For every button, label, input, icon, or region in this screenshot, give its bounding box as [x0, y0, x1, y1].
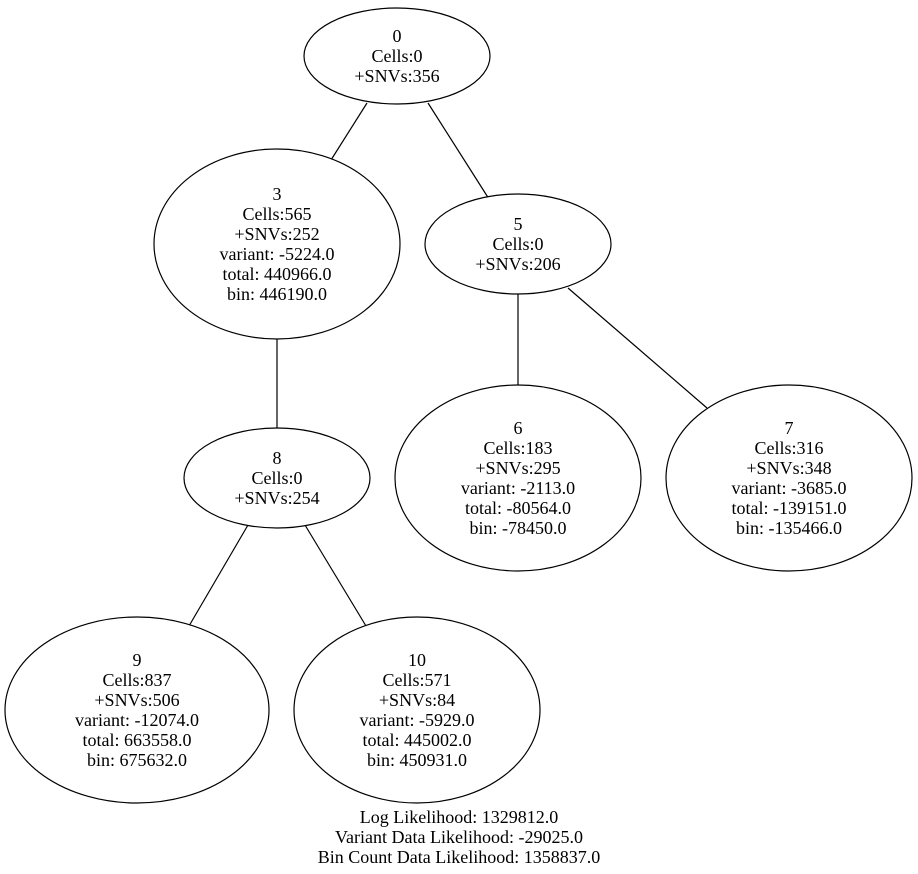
edge-0-to-3 — [330, 102, 368, 161]
nodes-layer: 0Cells:0+SNVs:3563Cells:565+SNVs:252vari… — [4, 7, 913, 804]
edge-8-to-9 — [188, 524, 249, 627]
likelihood-line: Log Likelihood: 1329812.0 — [360, 807, 558, 827]
node-stat-label: total: 663558.0 — [83, 730, 192, 750]
node-stat-label: +SNVs:254 — [234, 488, 319, 508]
node-id-label: 9 — [133, 650, 142, 670]
node-stat-label: Cells:0 — [251, 468, 302, 488]
node-stat-label: Cells:565 — [242, 204, 311, 224]
node-stat-label: Cells:183 — [483, 438, 552, 458]
likelihood-line: Variant Data Likelihood: -29025.0 — [335, 827, 583, 847]
node-stat-label: variant: -12074.0 — [75, 710, 199, 730]
node-id-label: 3 — [273, 184, 282, 204]
node-stat-label: bin: -135466.0 — [736, 518, 842, 538]
node-ellipse — [394, 384, 642, 572]
node-ellipse — [183, 427, 371, 529]
node-stat-label: Cells:0 — [371, 46, 422, 66]
node-id-label: 7 — [785, 418, 794, 438]
node-ellipse — [153, 148, 401, 340]
node-id-label: 10 — [408, 650, 426, 670]
likelihood-line: Bin Count Data Likelihood: 1358837.0 — [318, 847, 600, 867]
node-ellipse — [303, 7, 491, 105]
node-stat-label: Cells:316 — [754, 438, 823, 458]
node-stat-label: variant: -2113.0 — [461, 478, 575, 498]
node-ellipse — [424, 193, 612, 295]
node-stat-label: +SNVs:252 — [234, 224, 319, 244]
node-stat-label: Cells:0 — [492, 234, 543, 254]
node-stat-label: bin: 450931.0 — [367, 750, 467, 770]
node-stat-label: +SNVs:84 — [379, 690, 455, 710]
node-stat-label: bin: 446190.0 — [227, 284, 327, 304]
edge-8-to-10 — [304, 524, 367, 627]
node-stat-label: bin: -78450.0 — [470, 518, 567, 538]
node-id-label: 8 — [273, 448, 282, 468]
node-stat-label: total: 445002.0 — [363, 730, 472, 750]
node-stat-label: bin: 675632.0 — [87, 750, 187, 770]
node-stat-label: total: -80564.0 — [465, 498, 571, 518]
node-ellipse — [665, 384, 913, 572]
node-ellipse — [4, 616, 270, 804]
edge-5-to-7 — [567, 287, 708, 409]
node-stat-label: +SNVs:206 — [475, 254, 560, 274]
node-ellipse — [293, 616, 541, 804]
node-stat-label: variant: -3685.0 — [732, 478, 847, 498]
node-id-label: 6 — [514, 418, 523, 438]
node-stat-label: total: -139151.0 — [732, 498, 847, 518]
node-stat-label: +SNVs:356 — [354, 66, 439, 86]
node-stat-label: variant: -5224.0 — [220, 244, 335, 264]
node-stat-label: variant: -5929.0 — [360, 710, 475, 730]
node-stat-label: +SNVs:295 — [475, 458, 560, 478]
node-id-label: 5 — [514, 214, 523, 234]
node-stat-label: total: 440966.0 — [223, 264, 332, 284]
edges-layer — [188, 102, 708, 627]
node-stat-label: +SNVs:348 — [746, 458, 831, 478]
node-stat-label: +SNVs:506 — [94, 690, 179, 710]
edge-0-to-5 — [427, 102, 490, 200]
node-stat-label: Cells:837 — [102, 670, 171, 690]
node-id-label: 0 — [393, 26, 402, 46]
node-stat-label: Cells:571 — [382, 670, 451, 690]
